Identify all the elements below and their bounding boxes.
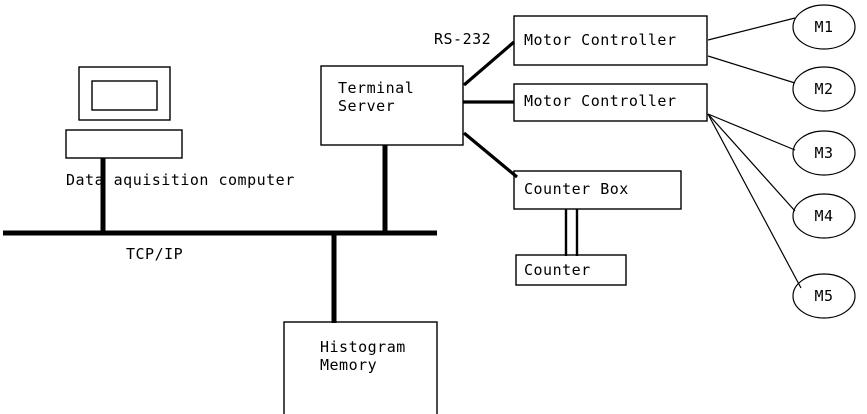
node-motor-m2[interactable]: [792, 66, 856, 112]
node-motor-m5[interactable]: [792, 273, 856, 319]
motor-controller-2-label: Motor Controller: [524, 92, 677, 110]
rs232-link-label: RS-232: [434, 30, 492, 48]
link-terminal-server-to-motor-controller-1: [462, 40, 516, 87]
link-terminal-server-to-counter-box: [462, 131, 519, 179]
counter-label: Counter: [524, 261, 591, 279]
motor-m4-label: M4: [814, 207, 834, 225]
link-motor-controller-2-to-m5: [707, 113, 802, 289]
terminal-server-label-line2: Server: [338, 97, 396, 115]
computer-base: [65, 129, 183, 159]
node-motor-controller-2[interactable]: [513, 83, 708, 122]
link-motor-controller-2-to-m3: [707, 113, 796, 151]
motor-m1-label: M1: [814, 18, 834, 36]
tcpip-bus-label: TCP/IP: [126, 245, 184, 263]
link-motor-controller-2-to-m4: [707, 113, 796, 212]
motor-controller-1-label: Motor Controller: [524, 31, 677, 49]
node-motor-m1[interactable]: [792, 4, 856, 50]
data-acquisition-computer-label: Data aquisition computer: [66, 171, 295, 189]
counter-box-label: Counter Box: [524, 180, 629, 198]
node-motor-m4[interactable]: [792, 193, 856, 239]
terminal-server-label-line1: Terminal: [338, 79, 415, 97]
node-data-acquisition-computer[interactable]: [65, 66, 183, 159]
node-histogram-memory[interactable]: [283, 321, 438, 414]
node-counter[interactable]: [515, 254, 627, 286]
node-motor-controller-1[interactable]: [513, 15, 708, 66]
link-motor-controller-1-to-m1: [707, 17, 796, 41]
link-motor-controller-1-to-m2: [707, 55, 796, 84]
histogram-memory-label-line1: Histogram: [320, 338, 406, 356]
node-counter-box[interactable]: [513, 170, 682, 210]
motor-m3-label: M3: [814, 144, 834, 162]
node-motor-m3[interactable]: [792, 130, 856, 176]
computer-screen-inner: [91, 80, 158, 111]
node-terminal-server[interactable]: [320, 65, 464, 146]
histogram-memory-label-line2: Memory: [320, 356, 378, 374]
motor-m5-label: M5: [814, 287, 834, 305]
motor-m2-label: M2: [814, 80, 834, 98]
